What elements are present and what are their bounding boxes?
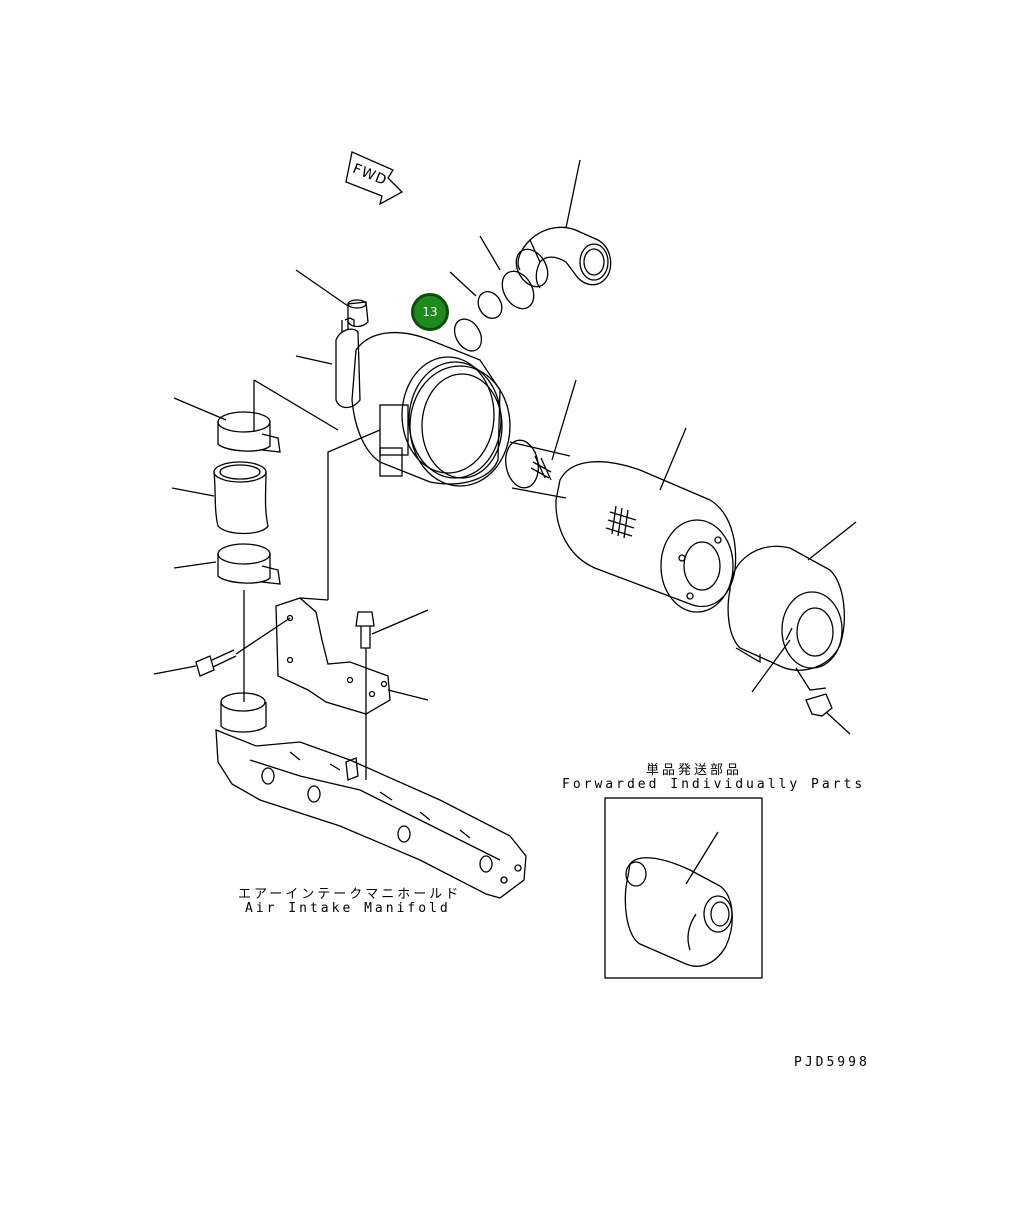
inner-filter-element (505, 439, 571, 499)
outer-filter-element (555, 461, 737, 613)
leader-lines (153, 159, 857, 780)
bolt-vertical (355, 611, 375, 649)
fwd-arrow-icon (345, 151, 404, 206)
hose-clamp-upper (453, 248, 549, 352)
hose-clamp-top-left (217, 411, 281, 453)
part-callout-13[interactable]: 13 (411, 293, 449, 331)
manifold-label-jp: エアーインテークマニホールド (238, 887, 462, 902)
end-cover (727, 545, 845, 691)
forwarded-label-jp: 単品発送部品 (646, 763, 743, 778)
elbow-hose (517, 226, 612, 289)
vacuator-cap (347, 299, 369, 328)
air-cleaner-housing (335, 317, 511, 487)
air-intake-manifold (215, 692, 527, 899)
drawing-id: PJD5998 (794, 1055, 870, 1070)
manifold-label-en: Air Intake Manifold (245, 901, 451, 916)
connector-hose (213, 461, 269, 535)
hose-clamp-bottom-left (217, 543, 281, 585)
forwarded-parts-box (604, 797, 763, 979)
mounting-bracket (275, 597, 391, 715)
evacuator-valve (805, 693, 833, 717)
forwarded-label-en: Forwarded Individually Parts (562, 777, 866, 792)
bolt-horizontal (195, 649, 237, 677)
